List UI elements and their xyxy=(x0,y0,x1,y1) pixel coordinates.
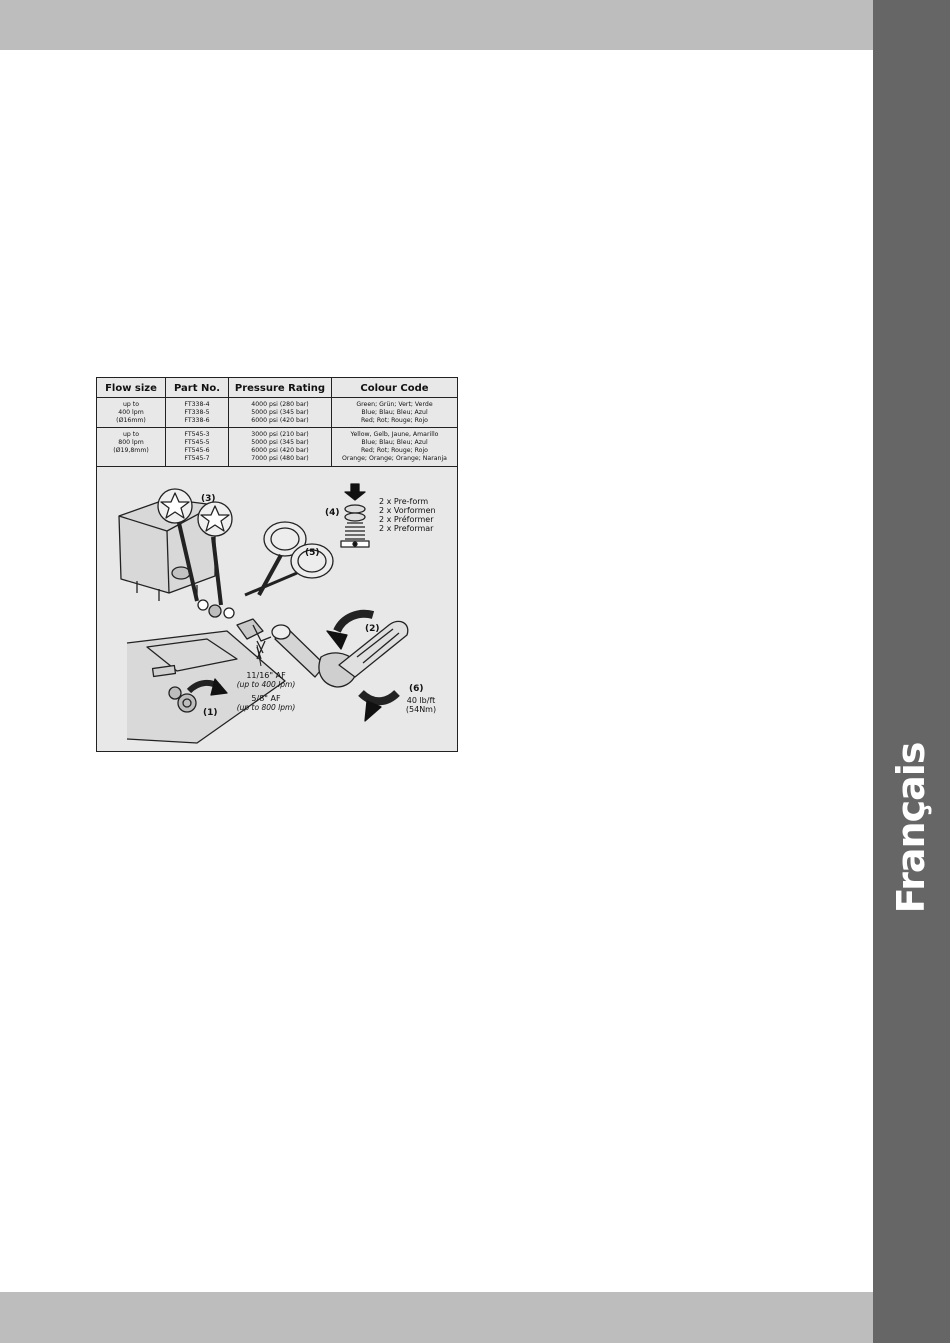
cell-line: (Ø16mm) xyxy=(116,416,146,424)
preform-line: 2 x Preformar xyxy=(379,524,434,533)
part-no-cell: FT545-3 FT545-5 FT545-6 FT545-7 xyxy=(165,427,229,467)
nozzle-replacement-figure: Flow size Part No. Pressure Rating Colou… xyxy=(96,377,458,752)
table-header-row: Flow size Part No. Pressure Rating Colou… xyxy=(97,378,457,398)
cell-line: FT338-6 xyxy=(184,416,210,424)
cell-line: Blue; Blau; Bleu; Azul xyxy=(361,408,428,416)
colour-code-cell: Yellow, Gelb, Jaune, Amarillo Blue; Blau… xyxy=(331,427,457,467)
cell-line: 3000 psi (210 bar) xyxy=(251,431,309,439)
pressure-rating-cell: 3000 psi (210 bar) 5000 psi (345 bar) 60… xyxy=(228,427,332,467)
spanner-large-note: (up to 800 lpm) xyxy=(236,703,296,712)
cell-line: 4000 psi (280 bar) xyxy=(251,401,309,408)
cell-line: Yellow, Gelb, Jaune, Amarillo xyxy=(350,431,439,439)
cell-line: up to xyxy=(122,431,140,439)
cell-line: 6000 psi (420 bar) xyxy=(251,446,309,454)
flow-size-cell: up to 400 lpm (Ø16mm) xyxy=(97,397,166,429)
footer-band xyxy=(0,1292,873,1343)
preform-line: 2 x Vorformen xyxy=(379,506,436,515)
callout-2: (2) xyxy=(365,624,380,634)
cell-line: FT545-5 xyxy=(184,439,210,447)
cell-line: FT338-4 xyxy=(184,401,210,408)
exploded-assembly-illustration xyxy=(118,483,409,744)
cell-line: 5000 psi (345 bar) xyxy=(251,408,309,416)
cell-line: FT338-5 xyxy=(184,408,210,416)
preform-line: 2 x Préformer xyxy=(379,515,434,524)
callout-3: (3) xyxy=(201,494,216,504)
cell-line: Red; Rot; Rouge; Rojo xyxy=(361,446,428,454)
spanner-small-size: 11/16" AF xyxy=(246,671,286,680)
cell-line: 400 lpm xyxy=(118,408,144,416)
col-header-colour-code: Colour Code xyxy=(331,378,457,398)
torque-labels: 40 lb/ft (54Nm) xyxy=(401,696,441,714)
language-tab-label: Français xyxy=(889,742,933,914)
cell-line: FT545-6 xyxy=(184,446,210,454)
col-header-part-no: Part No. xyxy=(165,378,229,398)
table-row: up to 400 lpm (Ø16mm) FT338-4 FT338-5 FT… xyxy=(97,397,457,429)
cell-line: 800 lpm xyxy=(118,439,144,447)
cell-line: FT545-3 xyxy=(184,431,210,439)
pressure-rating-cell: 4000 psi (280 bar) 5000 psi (345 bar) 60… xyxy=(228,397,332,429)
cell-line: Green; Grün; Vert; Verde xyxy=(356,401,433,408)
callout-4: (4) xyxy=(325,508,340,518)
nozzle-spec-table: Flow size Part No. Pressure Rating Colou… xyxy=(97,378,457,467)
spanner-large-size: 5/8" AF xyxy=(251,694,281,703)
preform-line: 2 x Pre-form xyxy=(379,497,429,506)
callout-6: (6) xyxy=(409,684,424,694)
flow-size-cell: up to 800 lpm (Ø19,8mm) xyxy=(97,427,166,467)
colour-code-cell: Green; Grün; Vert; Verde Blue; Blau; Ble… xyxy=(331,397,457,429)
torque-metric: (54Nm) xyxy=(405,705,437,714)
cell-line: 6000 psi (420 bar) xyxy=(251,416,309,424)
cell-line: 5000 psi (345 bar) xyxy=(251,439,309,447)
col-header-flow-size: Flow size xyxy=(97,378,166,398)
torque-value: 40 lb/ft xyxy=(406,696,436,705)
preform-instructions: 2 x Pre-form 2 x Vorformen 2 x Préformer… xyxy=(379,497,436,533)
header-band xyxy=(0,0,873,50)
cell-line: Blue; Blau; Bleu; Azul xyxy=(361,439,428,447)
callout-1: (1) xyxy=(203,708,218,718)
col-header-pressure-rating: Pressure Rating xyxy=(228,378,332,398)
spanner-small-note: (up to 400 lpm) xyxy=(236,680,296,689)
part-no-cell: FT338-4 FT338-5 FT338-6 xyxy=(165,397,229,429)
table-row: up to 800 lpm (Ø19,8mm) FT545-3 FT545-5 … xyxy=(97,427,457,467)
cell-line: 7000 psi (480 bar) xyxy=(251,454,309,462)
cell-line: Orange; Orange; Orange; Naranja xyxy=(342,454,447,462)
spanner-size-labels: 11/16" AF (up to 400 lpm) 5/8" AF (up to… xyxy=(231,671,301,712)
cell-line: (Ø19,8mm) xyxy=(113,446,149,454)
callout-5: (5) xyxy=(305,548,320,558)
cell-line: FT545-7 xyxy=(184,454,210,462)
language-side-tab xyxy=(873,0,950,1343)
cell-line: up to xyxy=(122,401,140,408)
cell-line: Red; Rot; Rouge; Rojo xyxy=(361,416,428,424)
